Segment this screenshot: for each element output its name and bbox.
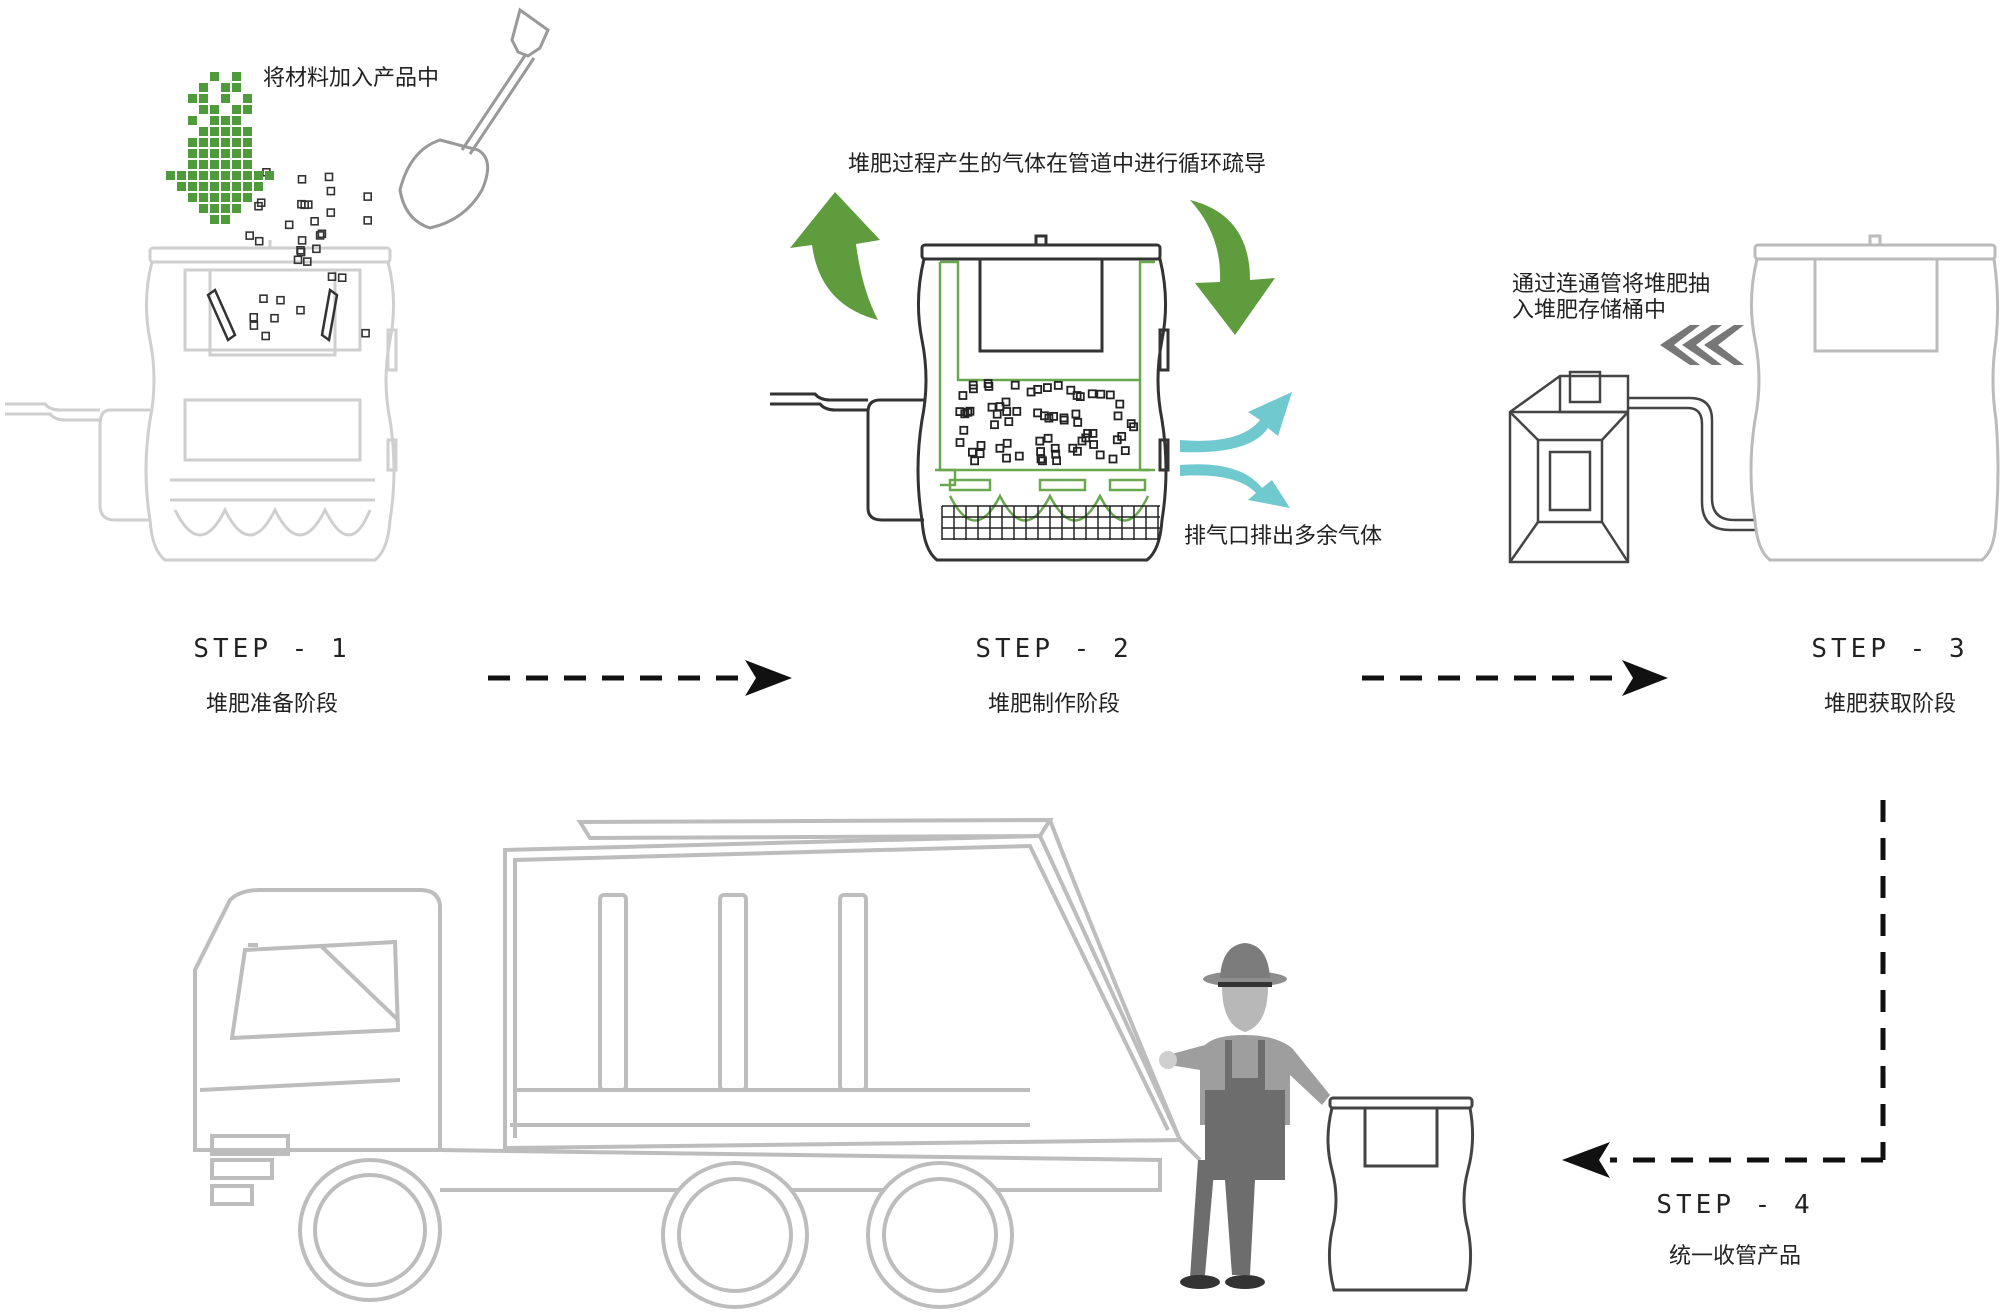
- step3-note-line2: 入堆肥存储桶中: [1512, 298, 1667, 323]
- step4-composter-bin: [1326, 1096, 1475, 1292]
- green-pixel-down-arrow: [166, 72, 274, 224]
- step2-air-channels: [935, 260, 1155, 522]
- flow-arrow-step2-to-step3: [1362, 660, 1668, 696]
- step1-note: 将材料加入产品中: [263, 66, 440, 91]
- step2-subtitle: 堆肥制作阶段: [987, 692, 1120, 717]
- step1-hopper-chutes: [206, 287, 339, 343]
- flow-arrow-step3-to-step4: [1562, 800, 1886, 1178]
- step2-title: STEP - 2: [975, 634, 1133, 664]
- step3-composter-bin: [1749, 234, 2000, 562]
- step2-composter-bin: [770, 234, 1170, 562]
- step3-title: STEP - 3: [1811, 634, 1969, 664]
- step1-subtitle: 堆肥准备阶段: [205, 692, 338, 717]
- flow-arrow-step1-to-step2: [488, 660, 792, 696]
- worker-figure: [1159, 943, 1330, 1289]
- step2-note-vent: 排气口排出多余气体: [1184, 524, 1383, 549]
- step1-composter-bin: [5, 240, 398, 562]
- step4-title: STEP - 4: [1656, 1190, 1814, 1220]
- shovel-icon: [398, 7, 550, 230]
- step3-note-line1: 通过连通管将堆肥抽: [1512, 272, 1711, 297]
- garbage-truck: [193, 817, 1202, 1206]
- step2-filter-mesh: [941, 505, 1160, 540]
- step1-title: STEP - 1: [193, 634, 351, 664]
- green-up-arrow: [790, 192, 880, 320]
- truck-wheels: [298, 1158, 1014, 1309]
- step4-subtitle: 统一收管产品: [1668, 1244, 1801, 1269]
- step1-material-particles: [245, 168, 373, 341]
- green-down-arrow: [1190, 200, 1275, 335]
- step3-subtitle: 堆肥获取阶段: [1823, 692, 1956, 717]
- step3-storage-box: [1508, 370, 1630, 564]
- step3-connector-pipe: [1628, 396, 1755, 532]
- vent-down-arrow: [1180, 464, 1290, 508]
- step2-compost-particles: [955, 379, 1138, 466]
- step2-note-top: 堆肥过程产生的气体在管道中进行循环疏导: [848, 152, 1267, 177]
- vent-up-arrow: [1180, 392, 1292, 453]
- step3-chevron-arrows: [1660, 325, 1744, 365]
